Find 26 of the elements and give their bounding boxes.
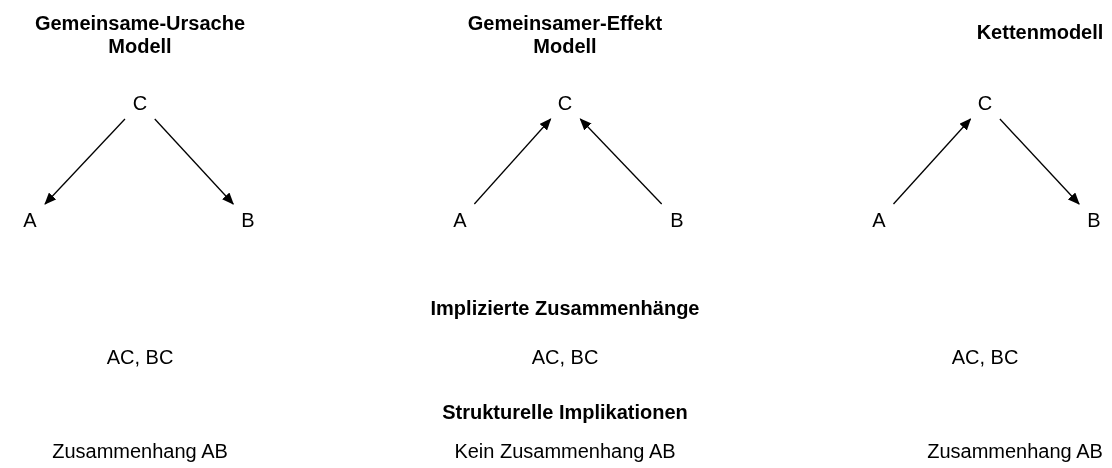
- text-label: AC, BC: [106, 346, 174, 369]
- text-label: Zusammenhang AB: [52, 440, 228, 463]
- heading: Kettenmodell: [976, 21, 1104, 44]
- arrow: [579, 118, 663, 205]
- variable-label: C: [553, 91, 577, 115]
- text-label: Kein Zusammenhang AB: [454, 440, 676, 463]
- heading: Strukturelle Implikationen: [442, 401, 688, 424]
- variable-label: C: [128, 91, 152, 115]
- arrow: [999, 118, 1080, 205]
- text-label: AC, BC: [951, 346, 1019, 369]
- arrow: [154, 118, 234, 205]
- heading: Implizierte Zusammenhänge: [430, 297, 700, 320]
- arrow: [473, 118, 552, 205]
- variable-label: A: [448, 208, 472, 232]
- text-label: Zusammenhang AB: [927, 440, 1103, 463]
- variable-label: C: [973, 91, 997, 115]
- variable-label: B: [236, 208, 260, 232]
- variable-label: B: [665, 208, 689, 232]
- heading: Gemeinsame-Ursache Modell: [33, 12, 247, 58]
- arrow: [44, 118, 126, 205]
- text-label: AC, BC: [531, 346, 599, 369]
- variable-label: A: [18, 208, 42, 232]
- variable-label: A: [867, 208, 891, 232]
- heading: Gemeinsamer-Effekt Modell: [466, 12, 664, 58]
- variable-label: B: [1082, 208, 1106, 232]
- arrow: [892, 118, 972, 205]
